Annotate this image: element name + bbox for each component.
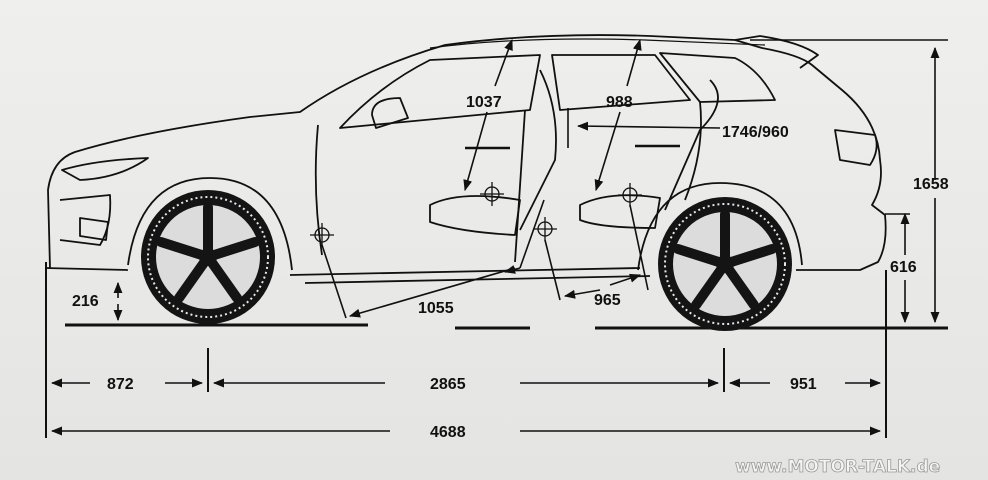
dimension-labels: 1037 988 1746/960 1658 616 216 1055 965 …: [72, 94, 949, 441]
ground-lines: [65, 323, 948, 330]
front-wheel: [141, 190, 275, 324]
label-ground-clearance: 216: [72, 293, 99, 310]
label-front-headroom: 1037: [466, 94, 502, 111]
label-shoulder-room: 1746/960: [722, 124, 789, 141]
reference-points: [310, 182, 642, 247]
label-loading-height: 616: [890, 259, 917, 276]
rear-wheel: [658, 197, 792, 331]
watermark: www.MOTOR-TALK.de: [735, 457, 940, 477]
vertical-dimension-lines: [113, 39, 948, 324]
label-front-legroom: 1055: [418, 300, 454, 317]
extension-lines: [45, 262, 887, 438]
label-overall-length: 4688: [430, 424, 466, 441]
horizontal-dimension-lines: [50, 378, 882, 436]
label-rear-legroom: 965: [594, 292, 621, 309]
label-height: 1658: [913, 176, 949, 193]
interior-dimension-lines: [321, 38, 721, 319]
label-front-overhang: 872: [107, 376, 134, 393]
label-wheelbase: 2865: [430, 376, 466, 393]
car-body: [44, 34, 887, 284]
label-rear-headroom: 988: [606, 94, 633, 111]
label-rear-overhang: 951: [790, 376, 817, 393]
